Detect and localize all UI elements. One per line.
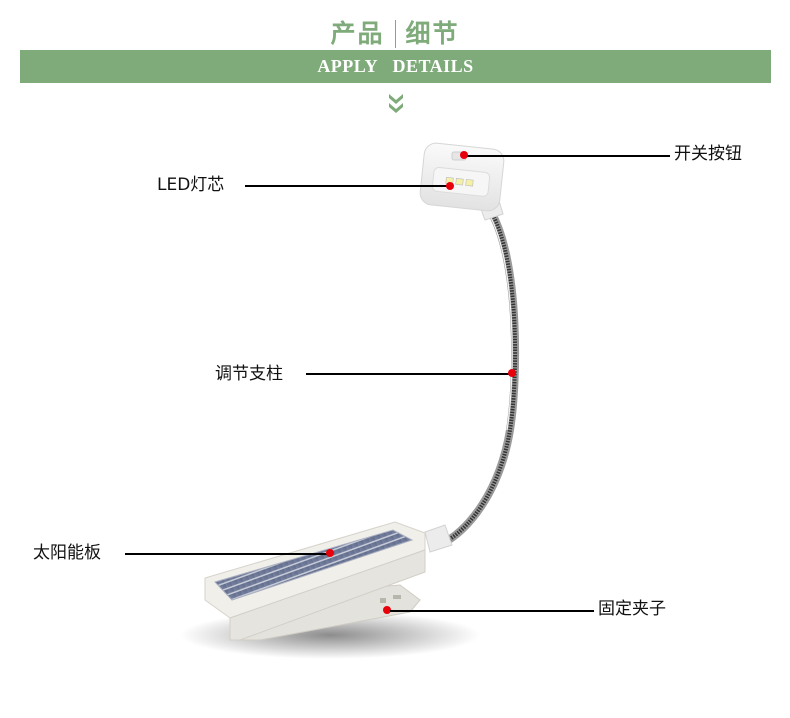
led-core-marker [446, 182, 454, 190]
led-core-leader-line [245, 185, 450, 187]
adjustable-stem-marker [508, 369, 516, 377]
led-core-label: LED灯芯 [157, 175, 225, 195]
double-chevron-down-icon [389, 94, 403, 113]
solar-panel-label: 太阳能板 [33, 543, 101, 563]
section-banner: APPLY DETAILS [20, 50, 771, 83]
title-right: 细节 [405, 19, 460, 48]
switch-button-leader-line [465, 155, 670, 157]
adjustable-stem-label: 调节支柱 [215, 364, 283, 384]
clip-leader-line [390, 610, 594, 612]
solar-panel-marker [326, 549, 334, 557]
section-title: 产品细节 [0, 14, 790, 50]
clip-marker [383, 606, 391, 614]
banner-text: APPLY DETAILS [317, 56, 474, 76]
clip-label: 固定夹子 [598, 599, 666, 619]
switch-button-marker [460, 151, 468, 159]
title-separator [394, 20, 396, 48]
solar-panel-leader-line [125, 553, 331, 555]
switch-button-label: 开关按钮 [674, 144, 742, 164]
adjustable-stem-leader-line [306, 373, 512, 375]
title-left: 产品 [330, 19, 385, 48]
